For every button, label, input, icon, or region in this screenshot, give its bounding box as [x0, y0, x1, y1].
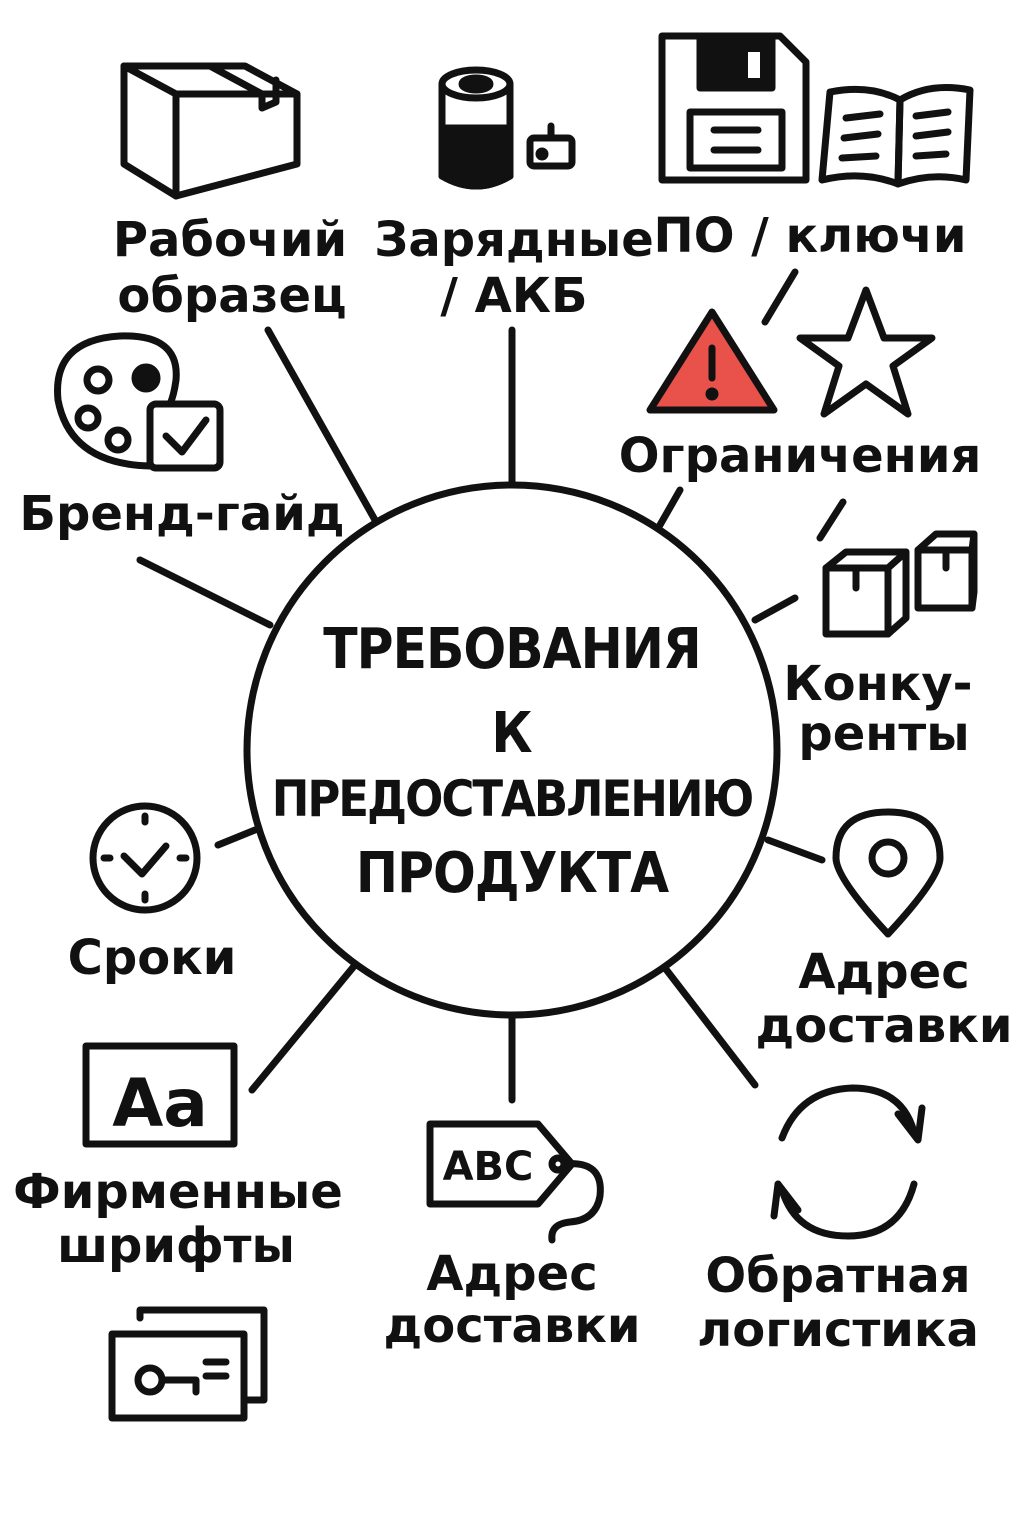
center-title-line-2: К	[491, 701, 532, 766]
connector-brand-guide	[136, 556, 274, 629]
connector-competitors	[751, 594, 799, 624]
deadlines-label: Сроки	[68, 930, 237, 986]
competitors-label-1: Конку-	[783, 656, 972, 712]
reverse-logistics-label-1: Обратная	[705, 1248, 970, 1304]
warning-icon	[646, 308, 778, 414]
address-label-label-2: доставки	[384, 1298, 641, 1354]
connector-restrictions-to-competitors	[816, 498, 847, 542]
connector-delivery-address	[764, 836, 826, 864]
center-title-line-3: ПРЕДОСТАВЛЕНИЮ	[272, 770, 753, 828]
floppy-disk-icon	[658, 32, 810, 184]
reverse-logistics-label-2: логистика	[697, 1302, 979, 1358]
brand-guide-label: Бренд-гайд	[19, 486, 344, 542]
connector-reverse-logistics	[661, 964, 759, 1089]
palette-icon	[54, 332, 224, 472]
star-icon	[796, 286, 936, 418]
connector-restrictions	[656, 486, 684, 529]
chargers-label-2: / АКБ	[440, 268, 587, 324]
boxes-icon	[822, 530, 978, 638]
font-icon	[82, 1042, 238, 1148]
working-sample-label-1: Рабочий	[113, 212, 347, 268]
tag-icon	[426, 1120, 604, 1244]
center-title-line-4: ПРОДУКТА	[356, 841, 669, 906]
clock-icon	[89, 802, 201, 914]
fonts-label-1: Фирменные	[13, 1164, 343, 1220]
center-circle	[243, 481, 781, 1019]
center-title-line-1: ТРЕБОВАНИЯ	[323, 617, 700, 682]
connectors	[136, 268, 847, 1104]
competitors-label-2: ренты	[798, 706, 969, 762]
connector-deadlines	[214, 826, 259, 849]
connector-working-sample	[264, 326, 379, 524]
fonts-label-2: шрифты	[57, 1218, 295, 1274]
working-sample-label-2: образец	[117, 268, 346, 324]
battery-icon	[438, 66, 576, 190]
address-label-label-1: Адрес	[426, 1246, 597, 1302]
restrictions-label: Ограничения	[619, 428, 982, 484]
tag-icon-text: ABC	[443, 1144, 534, 1190]
delivery-address-label-1: Адрес	[798, 944, 969, 1000]
box-icon	[120, 62, 301, 200]
book-icon	[818, 84, 974, 188]
connector-fonts	[248, 961, 359, 1094]
delivery-address-label-2: доставки	[756, 998, 1013, 1054]
software-keys-label: ПО / ключи	[654, 208, 967, 264]
cycle-arrows-icon	[770, 1084, 926, 1240]
key-card-icon	[108, 1306, 268, 1422]
connector-software-to-warning	[761, 268, 799, 326]
location-pin-icon	[832, 808, 944, 938]
chargers-label-1: Зарядные	[374, 212, 654, 268]
font-icon-text: Aa	[112, 1065, 208, 1142]
